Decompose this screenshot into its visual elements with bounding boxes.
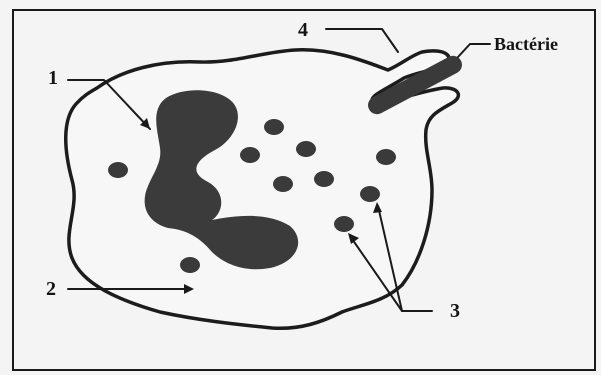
leader-line-bacterie: [458, 44, 490, 57]
granule: [240, 147, 260, 163]
label-3: 3: [450, 301, 460, 321]
label-bacterie: Bactérie: [494, 35, 558, 53]
granule: [296, 141, 316, 157]
granule: [273, 176, 293, 192]
granule: [108, 162, 128, 178]
leader-line-4: [326, 29, 398, 52]
granule: [376, 149, 396, 165]
granule: [264, 119, 284, 135]
label-4: 4: [298, 20, 308, 40]
granule: [314, 171, 334, 187]
label-1: 1: [48, 68, 58, 88]
granule: [334, 216, 354, 232]
granule: [360, 186, 380, 202]
granule: [180, 257, 200, 273]
label-2: 2: [46, 279, 56, 299]
